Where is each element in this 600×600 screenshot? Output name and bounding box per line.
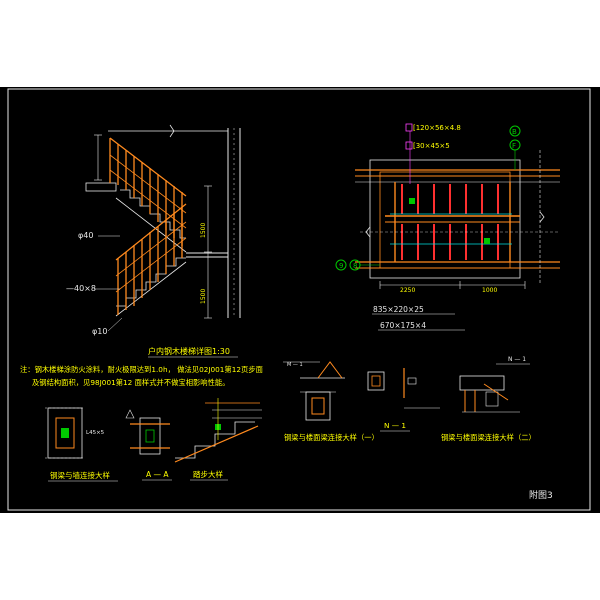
- wall: [227, 128, 241, 318]
- plan-treads-upper: [401, 184, 499, 214]
- plan-treads-lower: [401, 224, 499, 260]
- handrail-label: φ40: [78, 231, 93, 240]
- notes-block: 注：钢木楼梯涂防火涂料，耐火极限达到1.0h， 做法见02J001第12页步面 …: [20, 365, 263, 387]
- detail-column-wall: L45×5 钢梁与墙连接大样: [45, 407, 118, 482]
- connection-1-caption: 钢梁与楼面梁连接大样（一）: [284, 433, 379, 442]
- note-line-2: 及钢结构面积，见98J001第12 面样式并不做宝相影响性能。: [32, 378, 230, 387]
- note-line-1: 注：钢木楼梯涂防火涂料，耐火极限达到1.0h， 做法见02J001第12页步面: [20, 365, 263, 374]
- n1-top-label: N — 1: [508, 356, 526, 363]
- dim-height-upper: 1500: [200, 223, 207, 238]
- sheet-number: 附图3: [529, 489, 553, 501]
- detail-connection-1: M — 1 钢梁与楼面梁连接大样（一）: [283, 361, 379, 442]
- flat-bar-label: —40×8: [66, 284, 96, 293]
- rod-label: φ10: [92, 327, 107, 336]
- detail-connection-2: N — 1 钢梁与楼面梁连接大样（二）: [441, 356, 536, 442]
- right-dimension: 1500 1500: [200, 185, 212, 319]
- axis-bubble-b: [509, 125, 521, 137]
- break-line-top: [108, 124, 228, 138]
- axis-bubble-9: [335, 259, 347, 271]
- section-title: 户内钢木楼梯详图1:30: [148, 346, 230, 356]
- detail-a-a: A — A: [125, 409, 172, 481]
- m1-label: M — 1: [287, 362, 303, 368]
- plan-outline: [369, 159, 521, 279]
- axis-label-b: B: [512, 128, 517, 136]
- n1-caption: N — 1: [384, 421, 406, 430]
- angle-label: [30×45×5: [413, 142, 450, 150]
- drawing-background: [0, 87, 600, 513]
- axis-label-8: 8: [353, 262, 357, 270]
- column-detail-caption: 钢梁与墙连接大样: [50, 470, 110, 480]
- detail-n1: N — 1: [367, 368, 440, 432]
- angle-small-label: L45×5: [86, 430, 105, 436]
- dim-height-lower: 1500: [200, 289, 207, 304]
- plan-dim-right: 1000: [482, 287, 497, 294]
- left-dimension: [94, 134, 102, 181]
- upper-railing: [109, 137, 187, 246]
- connection-2-caption: 钢梁与楼面梁连接大样（二）: [441, 433, 536, 442]
- steel-plate-label: 670×175×4: [380, 321, 426, 330]
- plan-dim-left: 2250: [400, 287, 415, 294]
- tread-plate-label: 835×220×25: [373, 305, 424, 314]
- stair-plan-view: B F 9 8 [120×56×4.8 [30×45×5 2250 1000 8…: [335, 123, 560, 331]
- lower-railing: [115, 203, 187, 315]
- step-caption: 踏步大样: [193, 469, 223, 479]
- sheet-frame: [7, 88, 591, 511]
- landing-slab: [85, 182, 117, 192]
- detail-step: 踏步大样: [174, 398, 262, 481]
- axis-label-f: F: [512, 142, 516, 150]
- aa-caption: A — A: [146, 470, 169, 479]
- stair-section-view: 1500 1500 φ40 —40×8 φ10 户内钢木楼梯详图1:30: [66, 124, 241, 358]
- channel-label: [120×56×4.8: [413, 124, 461, 132]
- axis-label-9: 9: [339, 262, 343, 270]
